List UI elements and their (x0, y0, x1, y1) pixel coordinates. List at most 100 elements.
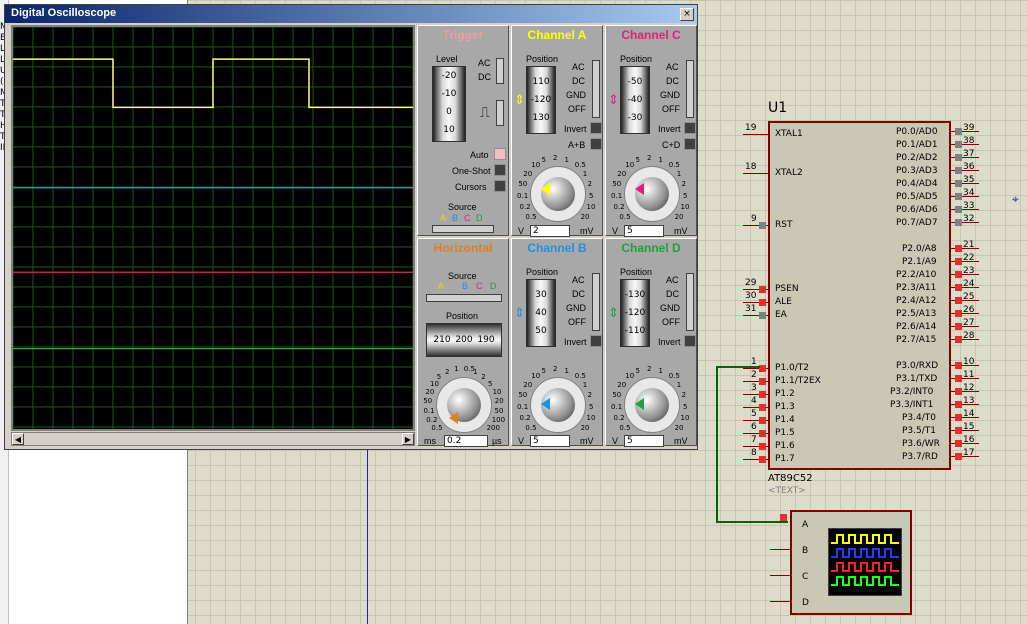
pin-square[interactable] (955, 388, 962, 395)
window-title: Digital Oscilloscope (11, 7, 117, 19)
combine-label: C+D (662, 140, 681, 150)
level-tick: 10 (443, 125, 455, 135)
pin-square[interactable] (955, 258, 962, 265)
cursors-button[interactable] (494, 180, 506, 192)
h-position-drum[interactable]: 210 200 190 (426, 323, 502, 357)
pin-square[interactable] (955, 453, 962, 460)
pin-square[interactable] (759, 456, 766, 463)
knob-tick: 20 (617, 169, 627, 178)
pin-square[interactable] (759, 443, 766, 450)
pin-square[interactable] (955, 297, 962, 304)
pin-number: 7 (751, 435, 757, 445)
pin-square[interactable] (759, 365, 766, 372)
pin-square[interactable] (955, 336, 962, 343)
pin-label: P0.2/AD2 (896, 153, 938, 163)
auto-button[interactable] (494, 148, 506, 160)
pin-square[interactable] (759, 404, 766, 411)
trigger-edge-switch[interactable] (496, 100, 504, 126)
coupling-dc: DC (666, 76, 679, 86)
knob-tick: 0.5 (668, 161, 680, 170)
pin-square[interactable] (955, 427, 962, 434)
pin-square[interactable] (955, 440, 962, 447)
invert-button[interactable] (590, 335, 602, 347)
chip-body[interactable] (768, 121, 951, 470)
knob-tick: 0.5 (574, 161, 586, 170)
h-source-slider[interactable] (426, 294, 502, 302)
knob-tick: 2 (444, 367, 450, 376)
position-drum[interactable]: -50-40-30 (620, 66, 650, 134)
volts-value[interactable]: 5 (624, 435, 664, 447)
volts-value[interactable]: 2 (530, 225, 570, 237)
pin-lead (743, 302, 768, 303)
pin-number: 15 (963, 422, 975, 432)
timebase-value[interactable]: 0.2 (444, 435, 488, 447)
knob-tick: 0.2 (613, 414, 625, 423)
pin-square[interactable] (955, 414, 962, 421)
volts-value[interactable]: 5 (530, 435, 570, 447)
scroll-right-icon[interactable]: ▶ (402, 433, 414, 445)
title-bar[interactable]: Digital Oscilloscope × (5, 5, 697, 23)
pin-square[interactable] (759, 391, 766, 398)
pin-square[interactable] (759, 312, 766, 319)
pin-square[interactable] (955, 206, 962, 213)
level-drum[interactable]: -20 -10 0 10 (432, 66, 466, 142)
pin-lead (743, 381, 768, 382)
pin-square[interactable] (955, 271, 962, 278)
position-drum[interactable]: -130-120-110 (620, 279, 650, 347)
coupling-switch[interactable] (686, 273, 694, 331)
pin-square[interactable] (759, 378, 766, 385)
pin-square[interactable] (955, 401, 962, 408)
coupling-switch[interactable] (686, 60, 694, 118)
pin-square[interactable] (955, 245, 962, 252)
coupling-off: OFF (568, 104, 586, 114)
pin-square[interactable] (759, 299, 766, 306)
volts-knob[interactable] (530, 166, 586, 222)
combine-button[interactable] (590, 138, 602, 150)
coupling-switch[interactable] (592, 60, 600, 118)
pin-square[interactable] (759, 131, 766, 138)
volts-value[interactable]: 5 (624, 225, 664, 237)
scroll-left-icon[interactable]: ◀ (12, 433, 24, 445)
pin-square[interactable] (955, 193, 962, 200)
trigger-coupling-switch[interactable] (496, 58, 504, 84)
volts-knob[interactable] (624, 166, 680, 222)
pin-lead (951, 326, 979, 327)
invert-button[interactable] (684, 122, 696, 134)
coupling-switch[interactable] (592, 273, 600, 331)
close-button[interactable]: × (680, 8, 694, 21)
pin-square[interactable] (759, 417, 766, 424)
source-slider[interactable] (432, 225, 494, 233)
pin-square[interactable] (955, 362, 962, 369)
invert-button[interactable] (590, 122, 602, 134)
pin-square[interactable] (955, 323, 962, 330)
pin-number: 22 (963, 253, 975, 263)
pin-square[interactable] (955, 284, 962, 291)
pin-square[interactable] (955, 180, 962, 187)
pin-square[interactable] (759, 170, 766, 177)
pin-square[interactable] (759, 430, 766, 437)
one-shot-button[interactable] (494, 164, 506, 176)
volts-knob[interactable] (624, 377, 680, 433)
pin-square[interactable] (759, 286, 766, 293)
pin-square[interactable] (955, 167, 962, 174)
pin-square[interactable] (955, 375, 962, 382)
pin-square[interactable] (955, 219, 962, 226)
horizontal-scrollbar[interactable]: ◀ ▶ (11, 432, 415, 446)
crosshair-icon: ⌖ (1012, 192, 1019, 206)
probe-pin-a[interactable] (780, 514, 787, 521)
pin-number: 37 (963, 149, 975, 159)
pin-square[interactable] (955, 154, 962, 161)
probe-mini-screen (828, 528, 902, 596)
volts-knob[interactable] (530, 377, 586, 433)
pin-square[interactable] (955, 128, 962, 135)
pin-square[interactable] (955, 310, 962, 317)
pin-square[interactable] (955, 141, 962, 148)
combine-button[interactable] (684, 138, 696, 150)
pin-number: 29 (745, 278, 757, 288)
pin-square[interactable] (759, 222, 766, 229)
volts-unit: V (612, 226, 619, 236)
invert-button[interactable] (684, 335, 696, 347)
timebase-knob[interactable] (436, 377, 492, 433)
